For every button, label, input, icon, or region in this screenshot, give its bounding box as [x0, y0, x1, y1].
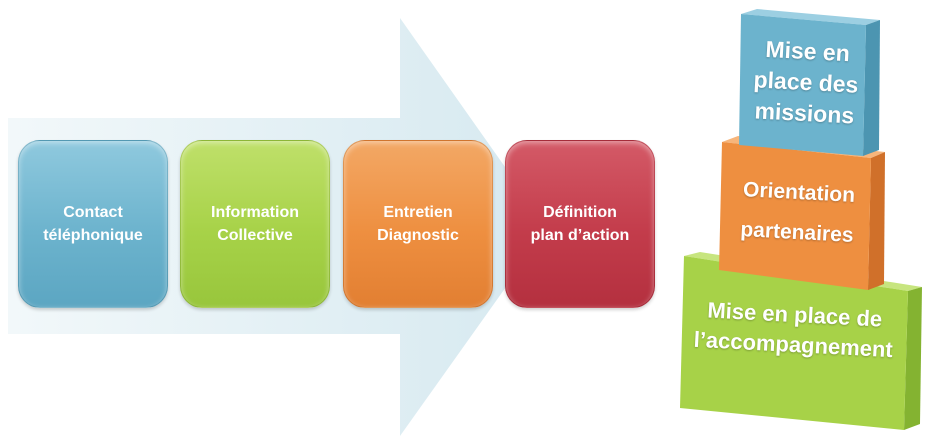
step-label-line1: Entretien — [383, 204, 453, 221]
step-contact-telephonique: Contact téléphonique — [18, 140, 168, 308]
step-label-line2: téléphonique — [43, 227, 143, 244]
step-label-line2: Diagnostic — [377, 227, 459, 244]
block-bottom-label: Mise en place de l’accompagnement — [679, 294, 910, 366]
step-label-line2: Collective — [217, 227, 293, 244]
step-label-line1: Contact — [63, 204, 123, 221]
step-label-line1: Information — [211, 204, 299, 221]
step-definition-plan-action: Définition plan d’action — [505, 140, 655, 308]
block-middle-label: Orientation partenaires — [716, 169, 880, 257]
block-top-label-line: missions — [753, 97, 855, 129]
block-top — [739, 9, 880, 156]
block-middle-label-line: partenaires — [739, 218, 855, 247]
step-entretien-diagnostic: Entretien Diagnostic — [343, 140, 493, 308]
block-top-label: Mise en place des missions — [740, 33, 873, 133]
step-label-line2: plan d’action — [530, 227, 630, 244]
step-label-line1: Définition — [543, 204, 617, 221]
step-information-collective: Information Collective — [180, 140, 330, 308]
